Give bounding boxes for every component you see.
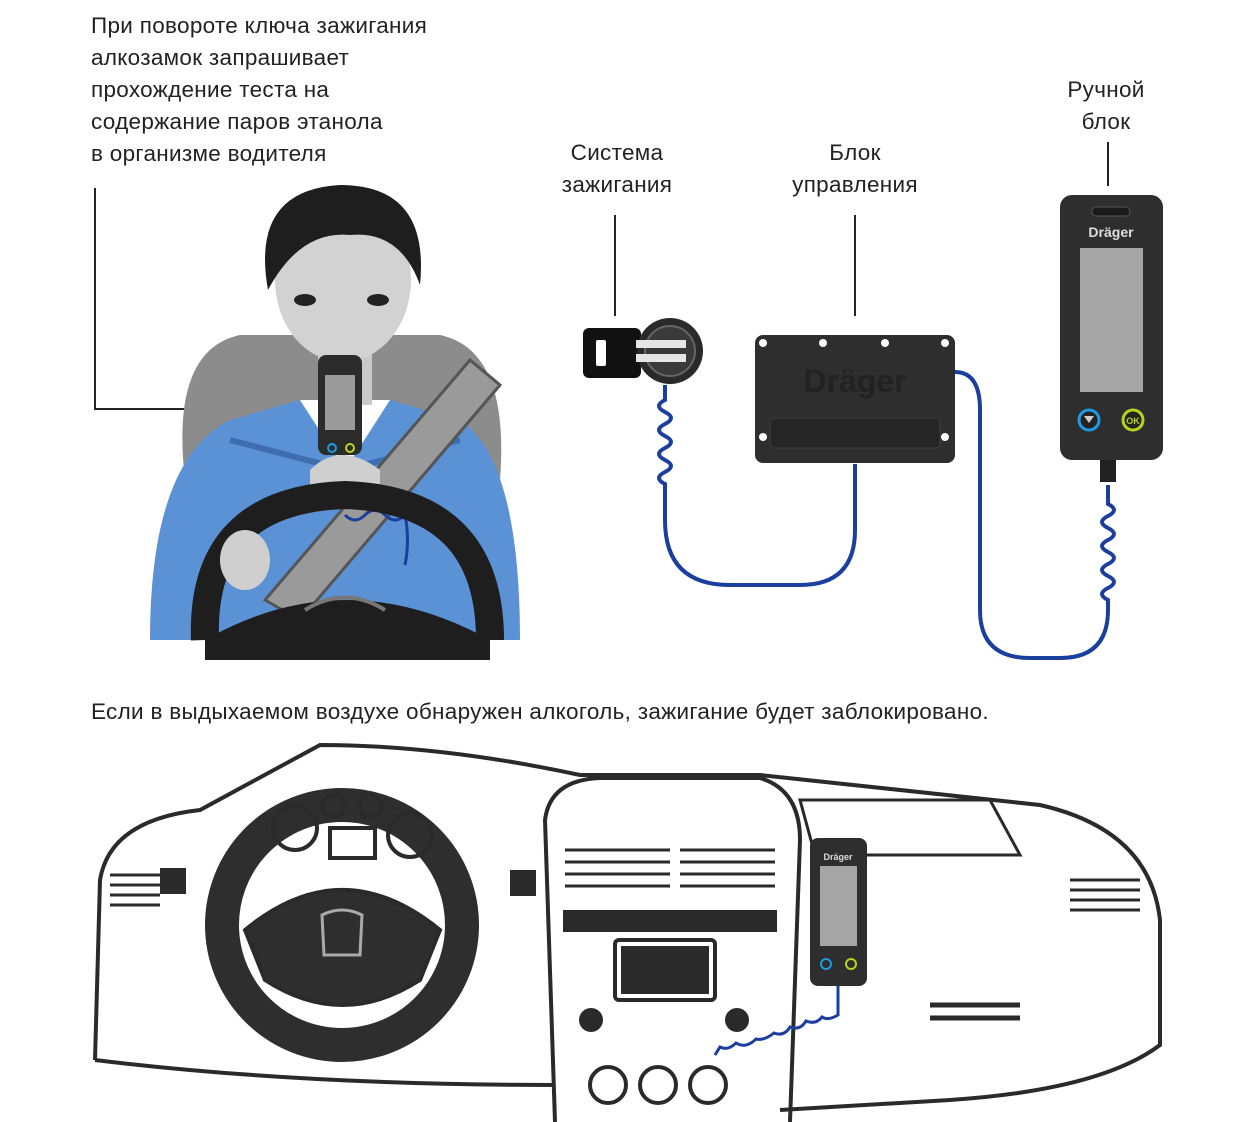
cable-unit-to-handheld xyxy=(954,370,1116,660)
intro-text: При повороте ключа зажигания алкозамок з… xyxy=(91,10,427,170)
caption: Если в выдыхаемом воздухе обнаружен алко… xyxy=(91,699,989,724)
intro-line: прохождение теста на xyxy=(91,77,330,102)
label-line: Ручной xyxy=(1067,77,1145,102)
ok-label: OK xyxy=(1126,416,1140,426)
driver-illustration xyxy=(150,185,520,660)
steering-wheel xyxy=(190,480,504,641)
svg-text:Dräger: Dräger xyxy=(823,852,853,862)
cable-ignition-to-unit xyxy=(657,385,857,587)
cables xyxy=(657,370,1116,660)
ignition-system xyxy=(583,318,703,384)
handheld-screen xyxy=(1080,248,1143,392)
dashboard-illustration xyxy=(93,742,1162,1122)
intro-line: содержание паров этанола xyxy=(91,109,383,134)
dashboard-steering-wheel xyxy=(205,788,479,1062)
label-line: управления xyxy=(792,172,918,197)
label-line: блок xyxy=(1081,109,1131,134)
intro-line: в организме водителя xyxy=(91,141,327,166)
control-unit: Dräger xyxy=(755,335,955,463)
control-unit-logo: Dräger xyxy=(803,363,906,399)
label-line: Система xyxy=(570,140,664,165)
label-line: Блок xyxy=(829,140,881,165)
left-hand xyxy=(220,530,270,590)
label-control-unit: Блок управления xyxy=(765,137,945,201)
hair xyxy=(265,185,421,290)
label-ignition-system: Система зажигания xyxy=(537,137,697,201)
ok-button-icon xyxy=(1121,408,1145,432)
intro-line: алкозамок запрашивает xyxy=(91,45,350,70)
key-icon xyxy=(583,328,641,378)
dashboard-handheld: Dräger xyxy=(713,838,867,1056)
label-handheld-unit: Ручной блок xyxy=(1036,74,1176,138)
center-console xyxy=(542,776,803,1122)
handheld-device: Dräger OK xyxy=(1060,195,1163,482)
handheld-logo: Dräger xyxy=(1088,224,1134,240)
intro-line: При повороте ключа зажигания xyxy=(91,13,428,38)
dashboard-outline xyxy=(93,742,1162,1112)
label-line: зажигания xyxy=(561,172,673,197)
